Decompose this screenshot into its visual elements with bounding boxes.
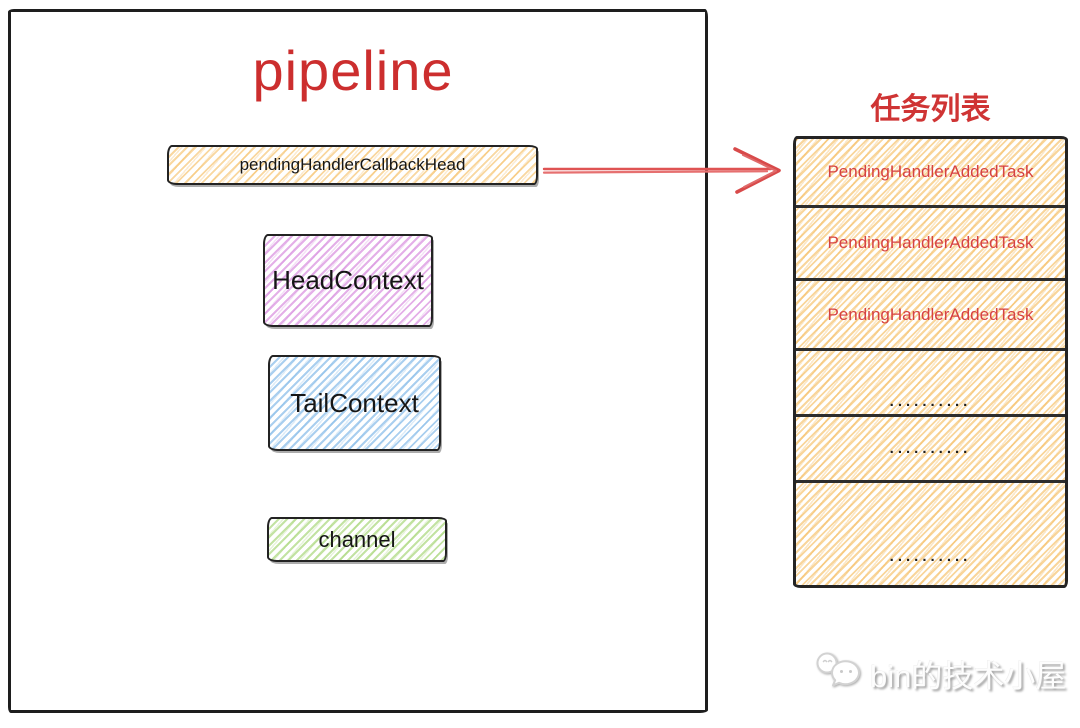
channel-node: channel xyxy=(267,517,447,562)
task-row-label: .......... xyxy=(889,393,972,410)
tail-context-node: TailContext xyxy=(268,355,441,451)
task-row: PendingHandlerAddedTask xyxy=(796,208,1065,281)
task-list: PendingHandlerAddedTask PendingHandlerAd… xyxy=(793,136,1068,588)
task-row-label: .......... xyxy=(889,547,972,565)
task-row: .......... xyxy=(796,483,1065,585)
task-row: .......... xyxy=(796,351,1065,417)
head-context-node: HeadContext xyxy=(263,234,433,327)
pipeline-title: pipeline xyxy=(252,39,454,102)
task-row-label: PendingHandlerAddedTask xyxy=(827,233,1034,252)
task-list-title: 任务列表 xyxy=(870,93,991,126)
task-row-label: PendingHandlerAddedTask xyxy=(827,304,1034,324)
task-row-label: .......... xyxy=(889,440,972,457)
pending-handler-callback-head-label: pendingHandlerCallbackHead xyxy=(239,155,466,174)
wechat-icon xyxy=(816,652,860,687)
watermark-text: bin的技术小屋 xyxy=(870,658,1067,694)
task-row: PendingHandlerAddedTask xyxy=(796,139,1065,208)
head-context-label: HeadContext xyxy=(272,265,424,295)
task-row: PendingHandlerAddedTask xyxy=(796,281,1065,351)
task-row-label: PendingHandlerAddedTask xyxy=(827,162,1034,181)
channel-label: channel xyxy=(318,526,396,552)
tail-context-label: TailContext xyxy=(290,387,419,418)
arrow-right-icon xyxy=(542,147,781,194)
pending-handler-callback-head-node: pendingHandlerCallbackHead xyxy=(167,145,538,185)
task-row: .......... xyxy=(796,417,1065,483)
watermark: bin的技术小屋 xyxy=(812,650,1066,696)
